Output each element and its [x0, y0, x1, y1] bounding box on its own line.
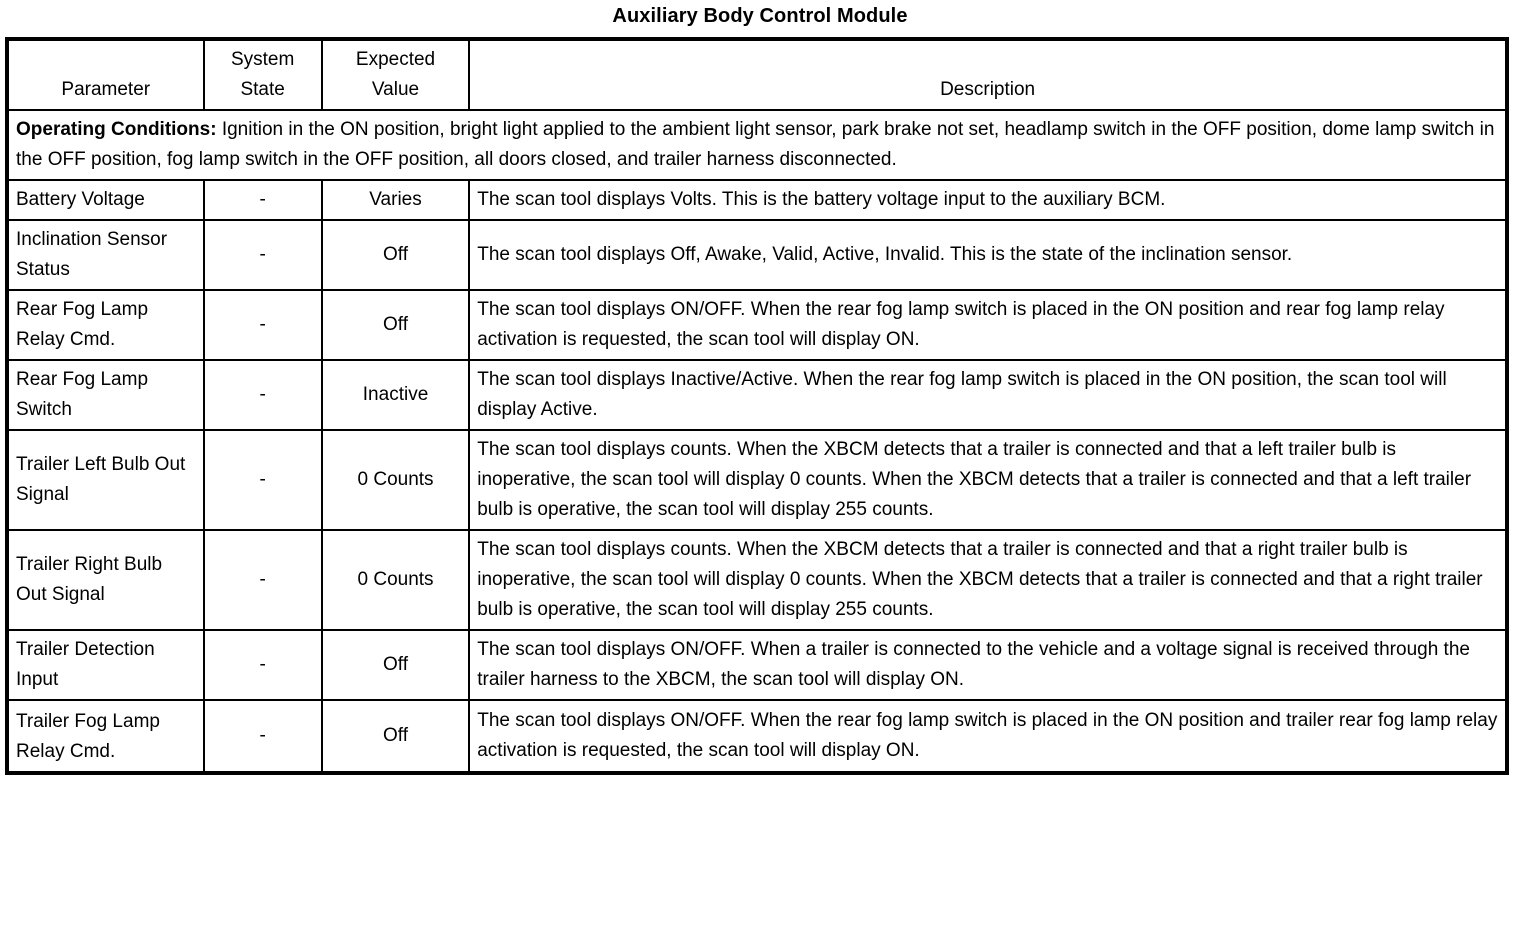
cell-description: The scan tool displays counts. When the …	[468, 529, 1508, 631]
cell-expected-value: Off	[320, 699, 471, 774]
table-row: Rear Fog Lamp Switch - Inactive The scan…	[6, 359, 1508, 431]
cell-parameter: Rear Fog Lamp Switch	[6, 359, 205, 431]
cell-system-state: -	[202, 429, 323, 531]
cell-system-state: -	[202, 629, 323, 701]
cell-description: The scan tool displays counts. When the …	[468, 429, 1508, 531]
page-title: Auxiliary Body Control Module	[612, 5, 908, 27]
operating-conditions-text: Ignition in the ON position, bright ligh…	[16, 119, 1495, 170]
parameter-spec-table: Parameter System State Expected Value De…	[5, 37, 1509, 775]
column-header-system-state-line2: State	[240, 79, 285, 100]
table-row: Trailer Right Bulb Out Signal - 0 Counts…	[6, 529, 1508, 631]
cell-parameter: Trailer Left Bulb Out Signal	[6, 429, 205, 531]
column-header-system-state: System State	[202, 38, 323, 111]
cell-description: The scan tool displays ON/OFF. When a tr…	[468, 629, 1508, 701]
column-header-expected-value-line1: Expected	[355, 49, 436, 70]
operating-conditions-label: Operating Conditions:	[16, 119, 217, 140]
cell-expected-value: Off	[320, 289, 471, 361]
table-body: Operating Conditions: Ignition in the ON…	[6, 109, 1508, 774]
cell-expected-value: Varies	[320, 179, 471, 221]
table-row: Rear Fog Lamp Relay Cmd. - Off The scan …	[6, 289, 1508, 361]
cell-parameter: Trailer Fog Lamp Relay Cmd.	[6, 699, 205, 774]
column-header-parameter: Parameter	[6, 38, 205, 111]
cell-description: The scan tool displays ON/OFF. When the …	[468, 699, 1508, 774]
table-header-row: Parameter System State Expected Value De…	[6, 38, 1508, 111]
cell-expected-value: Off	[320, 219, 471, 291]
column-header-expected-value-line2: Value	[371, 79, 420, 100]
table-row: Battery Voltage - Varies The scan tool d…	[6, 179, 1508, 221]
table-header: Parameter System State Expected Value De…	[6, 38, 1508, 111]
cell-description: The scan tool displays ON/OFF. When the …	[468, 289, 1508, 361]
cell-expected-value: 0 Counts	[320, 429, 471, 531]
cell-description: The scan tool displays Off, Awake, Valid…	[468, 219, 1508, 291]
cell-expected-value: Inactive	[320, 359, 471, 431]
cell-parameter: Rear Fog Lamp Relay Cmd.	[6, 289, 205, 361]
column-header-description: Description	[468, 38, 1508, 111]
cell-system-state: -	[202, 359, 323, 431]
cell-description: The scan tool displays Inactive/Active. …	[468, 359, 1508, 431]
cell-parameter: Trailer Right Bulb Out Signal	[6, 529, 205, 631]
cell-parameter: Inclination Sensor Status	[6, 219, 205, 291]
cell-parameter: Trailer Detection Input	[6, 629, 205, 701]
table-row: Trailer Fog Lamp Relay Cmd. - Off The sc…	[6, 699, 1508, 774]
cell-system-state: -	[202, 529, 323, 631]
column-header-system-state-line1: System	[230, 49, 295, 70]
table-row: Trailer Detection Input - Off The scan t…	[6, 629, 1508, 701]
cell-system-state: -	[202, 179, 323, 221]
cell-parameter: Battery Voltage	[6, 179, 205, 221]
cell-system-state: -	[202, 699, 323, 774]
cell-system-state: -	[202, 219, 323, 291]
cell-system-state: -	[202, 289, 323, 361]
column-header-expected-value: Expected Value	[320, 38, 471, 111]
table-row: Inclination Sensor Status - Off The scan…	[6, 219, 1508, 291]
table-row: Trailer Left Bulb Out Signal - 0 Counts …	[6, 429, 1508, 531]
operating-conditions-row: Operating Conditions: Ignition in the ON…	[6, 109, 1508, 181]
cell-description: The scan tool displays Volts. This is th…	[468, 179, 1508, 221]
cell-expected-value: 0 Counts	[320, 529, 471, 631]
operating-conditions-cell: Operating Conditions: Ignition in the ON…	[6, 109, 1508, 181]
cell-expected-value: Off	[320, 629, 471, 701]
